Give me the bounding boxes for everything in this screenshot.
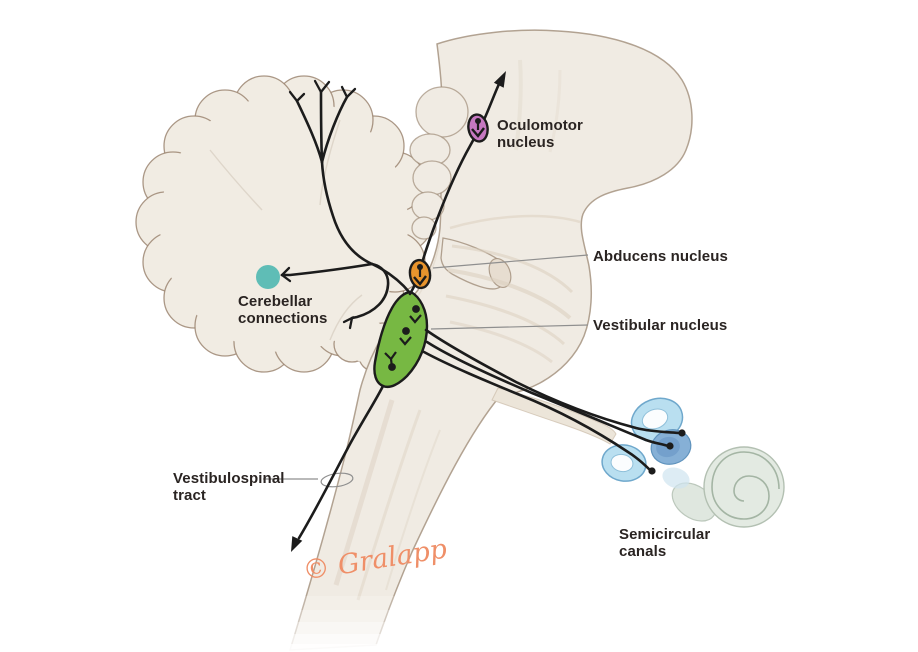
anterior-canal-lumen <box>641 408 669 430</box>
utricle-shade <box>662 467 690 489</box>
label-line: canals <box>619 543 667 560</box>
label-line: Cerebellar <box>238 293 313 310</box>
vestibulocochlear-nerve-trunk <box>491 387 617 445</box>
cerebellar-fiber-main <box>320 160 412 295</box>
cerebellar-connection-fiber <box>280 262 374 277</box>
vestibular-leader <box>430 324 589 330</box>
cerebellar-terminal-mid <box>313 79 331 95</box>
nerve-ending-dot-1 <box>678 429 686 437</box>
cerebellar-curl-terminal <box>342 315 354 330</box>
cerebellar-connection-marker <box>256 265 280 289</box>
cerebellum-body <box>160 96 408 352</box>
cerebellar-branch-left <box>295 99 324 164</box>
vestibular-nucleus-neurons <box>384 305 422 371</box>
cerebellar-branch-mid <box>319 90 324 164</box>
cerebellar-terminal-left <box>288 90 306 103</box>
label-line: Abducens nucleus <box>593 248 728 265</box>
fiber-endings <box>291 71 686 552</box>
vestibular-nerve-fiber-1 <box>424 328 682 435</box>
label-vestibular-nucleus: Vestibular nucleus <box>593 317 727 334</box>
arrowhead-down <box>291 536 303 552</box>
nerve-fibers <box>280 79 682 540</box>
neuron-soma <box>475 118 481 124</box>
abducens-nucleus-marker <box>408 258 432 290</box>
neuron-terminal-1 <box>409 314 422 324</box>
cerebellar-connection-terminal <box>280 266 292 283</box>
label-line: tract <box>173 487 207 504</box>
nerve-ending-dot-2 <box>666 442 674 450</box>
leader-lines <box>263 254 589 488</box>
cochlea <box>703 446 785 528</box>
neuron-terminal <box>471 127 485 138</box>
neuron-terminal <box>413 275 427 286</box>
label-line: Oculomotor <box>497 117 583 134</box>
neuron-soma-2 <box>402 327 410 335</box>
nerve-ending-dot-3 <box>648 467 656 475</box>
abducens-leader <box>432 254 589 269</box>
label-abducens-nucleus: Abducens nucleus <box>593 248 728 265</box>
label-line: Semicircular <box>619 526 711 543</box>
cerebellar-curl-fiber <box>350 262 390 320</box>
label-line: Vestibulospinal <box>173 470 285 487</box>
medulla-fade <box>240 596 460 652</box>
cerebellum-sulci <box>209 119 363 341</box>
arrowhead-up <box>493 71 506 88</box>
vestibulospinal-ring <box>320 472 354 488</box>
cochlea-spiral <box>711 451 780 520</box>
label-line: Vestibular nucleus <box>593 317 728 334</box>
vestibular-nerve-fiber-3 <box>422 350 652 472</box>
cerebellar-branch-right <box>320 95 349 164</box>
label-semicircular-canals: Semicircular canals <box>619 526 710 560</box>
brainstem <box>288 29 693 651</box>
neuron-soma-1 <box>412 305 420 313</box>
neuron-terminal-2 <box>399 336 412 346</box>
brainstem-outline <box>288 29 693 651</box>
label-vestibulospinal-tract: Vestibulospinal tract <box>173 470 285 504</box>
vestibular-nerve-fiber-2 <box>425 340 670 448</box>
medulla-striations <box>333 399 441 601</box>
neuron-terminal-3 <box>384 351 397 368</box>
label-oculomotor-nucleus: Oculomotor nucleus <box>497 117 583 151</box>
neuron-soma <box>417 264 423 270</box>
cerebellar-terminal-right <box>340 85 357 99</box>
tectum-bumps <box>409 86 469 240</box>
label-cerebellar-connections: Cerebellar connections <box>238 293 327 327</box>
vestibulospinal-fiber <box>297 384 385 540</box>
oculomotor-nucleus-marker <box>467 113 489 143</box>
posterior-canal-lumen <box>610 453 634 473</box>
cerebellum <box>135 75 433 375</box>
label-line: connections <box>238 310 328 327</box>
label-line: nucleus <box>497 134 555 151</box>
